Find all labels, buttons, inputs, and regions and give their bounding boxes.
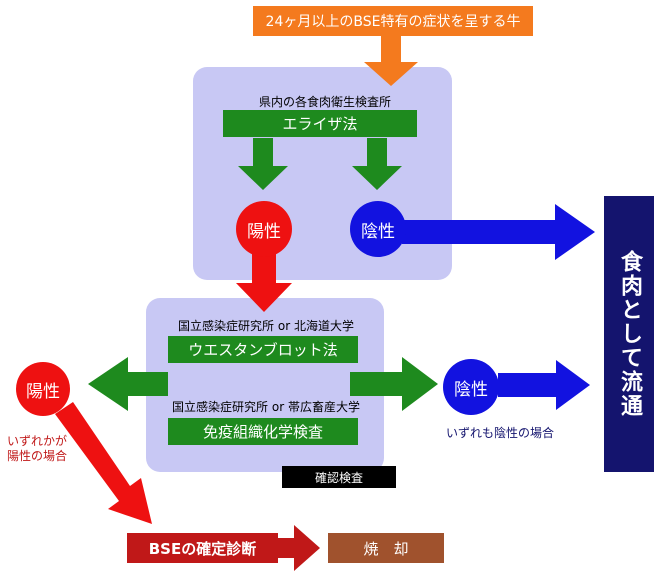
- confirmation-tag: 確認検査: [282, 466, 396, 488]
- confirm-positive-circle: 陽性: [16, 362, 70, 416]
- positive-down-arrow: [236, 254, 292, 312]
- elisa-test-label: エライザ法: [282, 115, 358, 133]
- positive-note-line2: 陽性の場合: [7, 449, 68, 463]
- confirmation-tag-label: 確認検査: [314, 470, 363, 485]
- confirm-lab1-label: 国立感染症研究所 or 北海道大学: [178, 319, 354, 333]
- negative-right-arrow: [402, 204, 595, 260]
- diagnosis-box: BSEの確定診断: [127, 533, 278, 563]
- negative2-right-arrow: [498, 360, 590, 410]
- diagnosis-arrow: [278, 525, 320, 571]
- immunohistochemistry-box: 免疫組織化学検査: [168, 418, 358, 445]
- entry-arrow: [364, 36, 418, 86]
- confirm-positive-label: 陽性: [26, 381, 60, 402]
- elisa-negative-label: 陰性: [361, 221, 395, 242]
- confirm-right-arrow: [350, 357, 438, 411]
- elisa-positive-circle: 陽性: [236, 201, 292, 257]
- distribution-box: 食肉として流通: [604, 196, 654, 472]
- confirm-negative-circle: 陰性: [443, 359, 499, 415]
- positive-note-line1: いずれかが: [7, 434, 68, 448]
- western-blot-box: ウエスタンブロット法: [168, 336, 358, 363]
- negative-note: いずれも陰性の場合: [446, 426, 555, 440]
- prefectural-lab-label: 県内の各食肉衛生検査所: [258, 95, 391, 109]
- confirm-negative-label: 陰性: [454, 379, 488, 400]
- positive-diagonal-arrow: [55, 402, 152, 524]
- start-condition-box: 24ヶ月以上のBSE特有の症状を呈する牛: [253, 6, 533, 36]
- distribution-label: 食肉として流通: [617, 250, 642, 418]
- immunohistochemistry-label: 免疫組織化学検査: [202, 423, 323, 441]
- elisa-negative-circle: 陰性: [350, 201, 406, 257]
- confirm-lab2-label: 国立感染症研究所 or 帯広畜産大学: [172, 400, 360, 414]
- start-condition-label: 24ヶ月以上のBSE特有の症状を呈する牛: [265, 14, 521, 30]
- confirm-left-arrow: [88, 357, 168, 411]
- western-blot-label: ウエスタンブロット法: [188, 341, 338, 359]
- elisa-test-box: エライザ法: [223, 110, 417, 137]
- incineration-label: 焼 却: [363, 539, 409, 558]
- elisa-left-arrow: [238, 138, 288, 190]
- elisa-right-arrow: [352, 138, 402, 190]
- elisa-positive-label: 陽性: [247, 221, 281, 242]
- diagnosis-label: BSEの確定診断: [148, 539, 257, 558]
- incineration-box: 焼 却: [328, 533, 444, 563]
